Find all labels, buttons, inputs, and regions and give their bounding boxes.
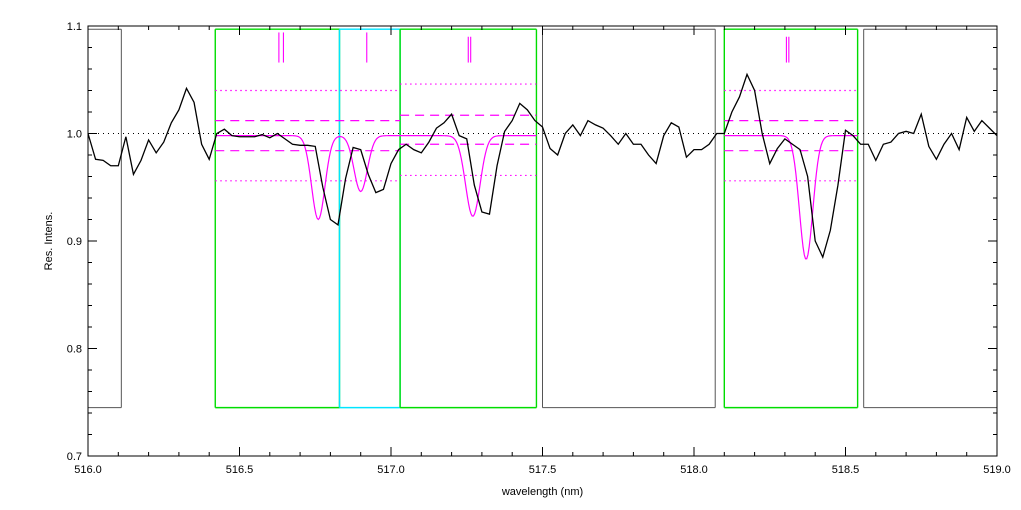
y-tick-label: 0.8 xyxy=(67,344,82,356)
spectrum-line xyxy=(87,72,998,259)
y-tick-label: 1.1 xyxy=(67,21,82,33)
x-axis-label: wavelength (nm) xyxy=(501,486,583,498)
x-tick-label: 516.5 xyxy=(226,464,254,476)
line-markers xyxy=(278,32,790,63)
y-axis-label: Res. Intens. xyxy=(43,212,55,271)
y-axis-ticks: 0.7 0.8 0.9 1.0 1.1 xyxy=(67,21,997,463)
x-axis-ticks: 516.0 516.5 517.0 517.5 518.0 518.5 519.0 xyxy=(74,26,1011,476)
x-tick-label: 518.0 xyxy=(680,464,708,476)
y-tick-label: 1.0 xyxy=(67,129,82,141)
x-tick-label: 516.0 xyxy=(74,464,102,476)
fit-curve-segment xyxy=(215,135,537,221)
fit-windows xyxy=(88,28,997,409)
x-tick-label: 517.0 xyxy=(377,464,405,476)
fit-curve-segment xyxy=(724,135,858,260)
x-tick-label: 518.5 xyxy=(832,464,860,476)
y-tick-label: 0.9 xyxy=(67,236,82,248)
x-tick-label: 517.5 xyxy=(529,464,557,476)
y-tick-label: 0.7 xyxy=(67,451,82,463)
x-tick-label: 519.0 xyxy=(983,464,1011,476)
